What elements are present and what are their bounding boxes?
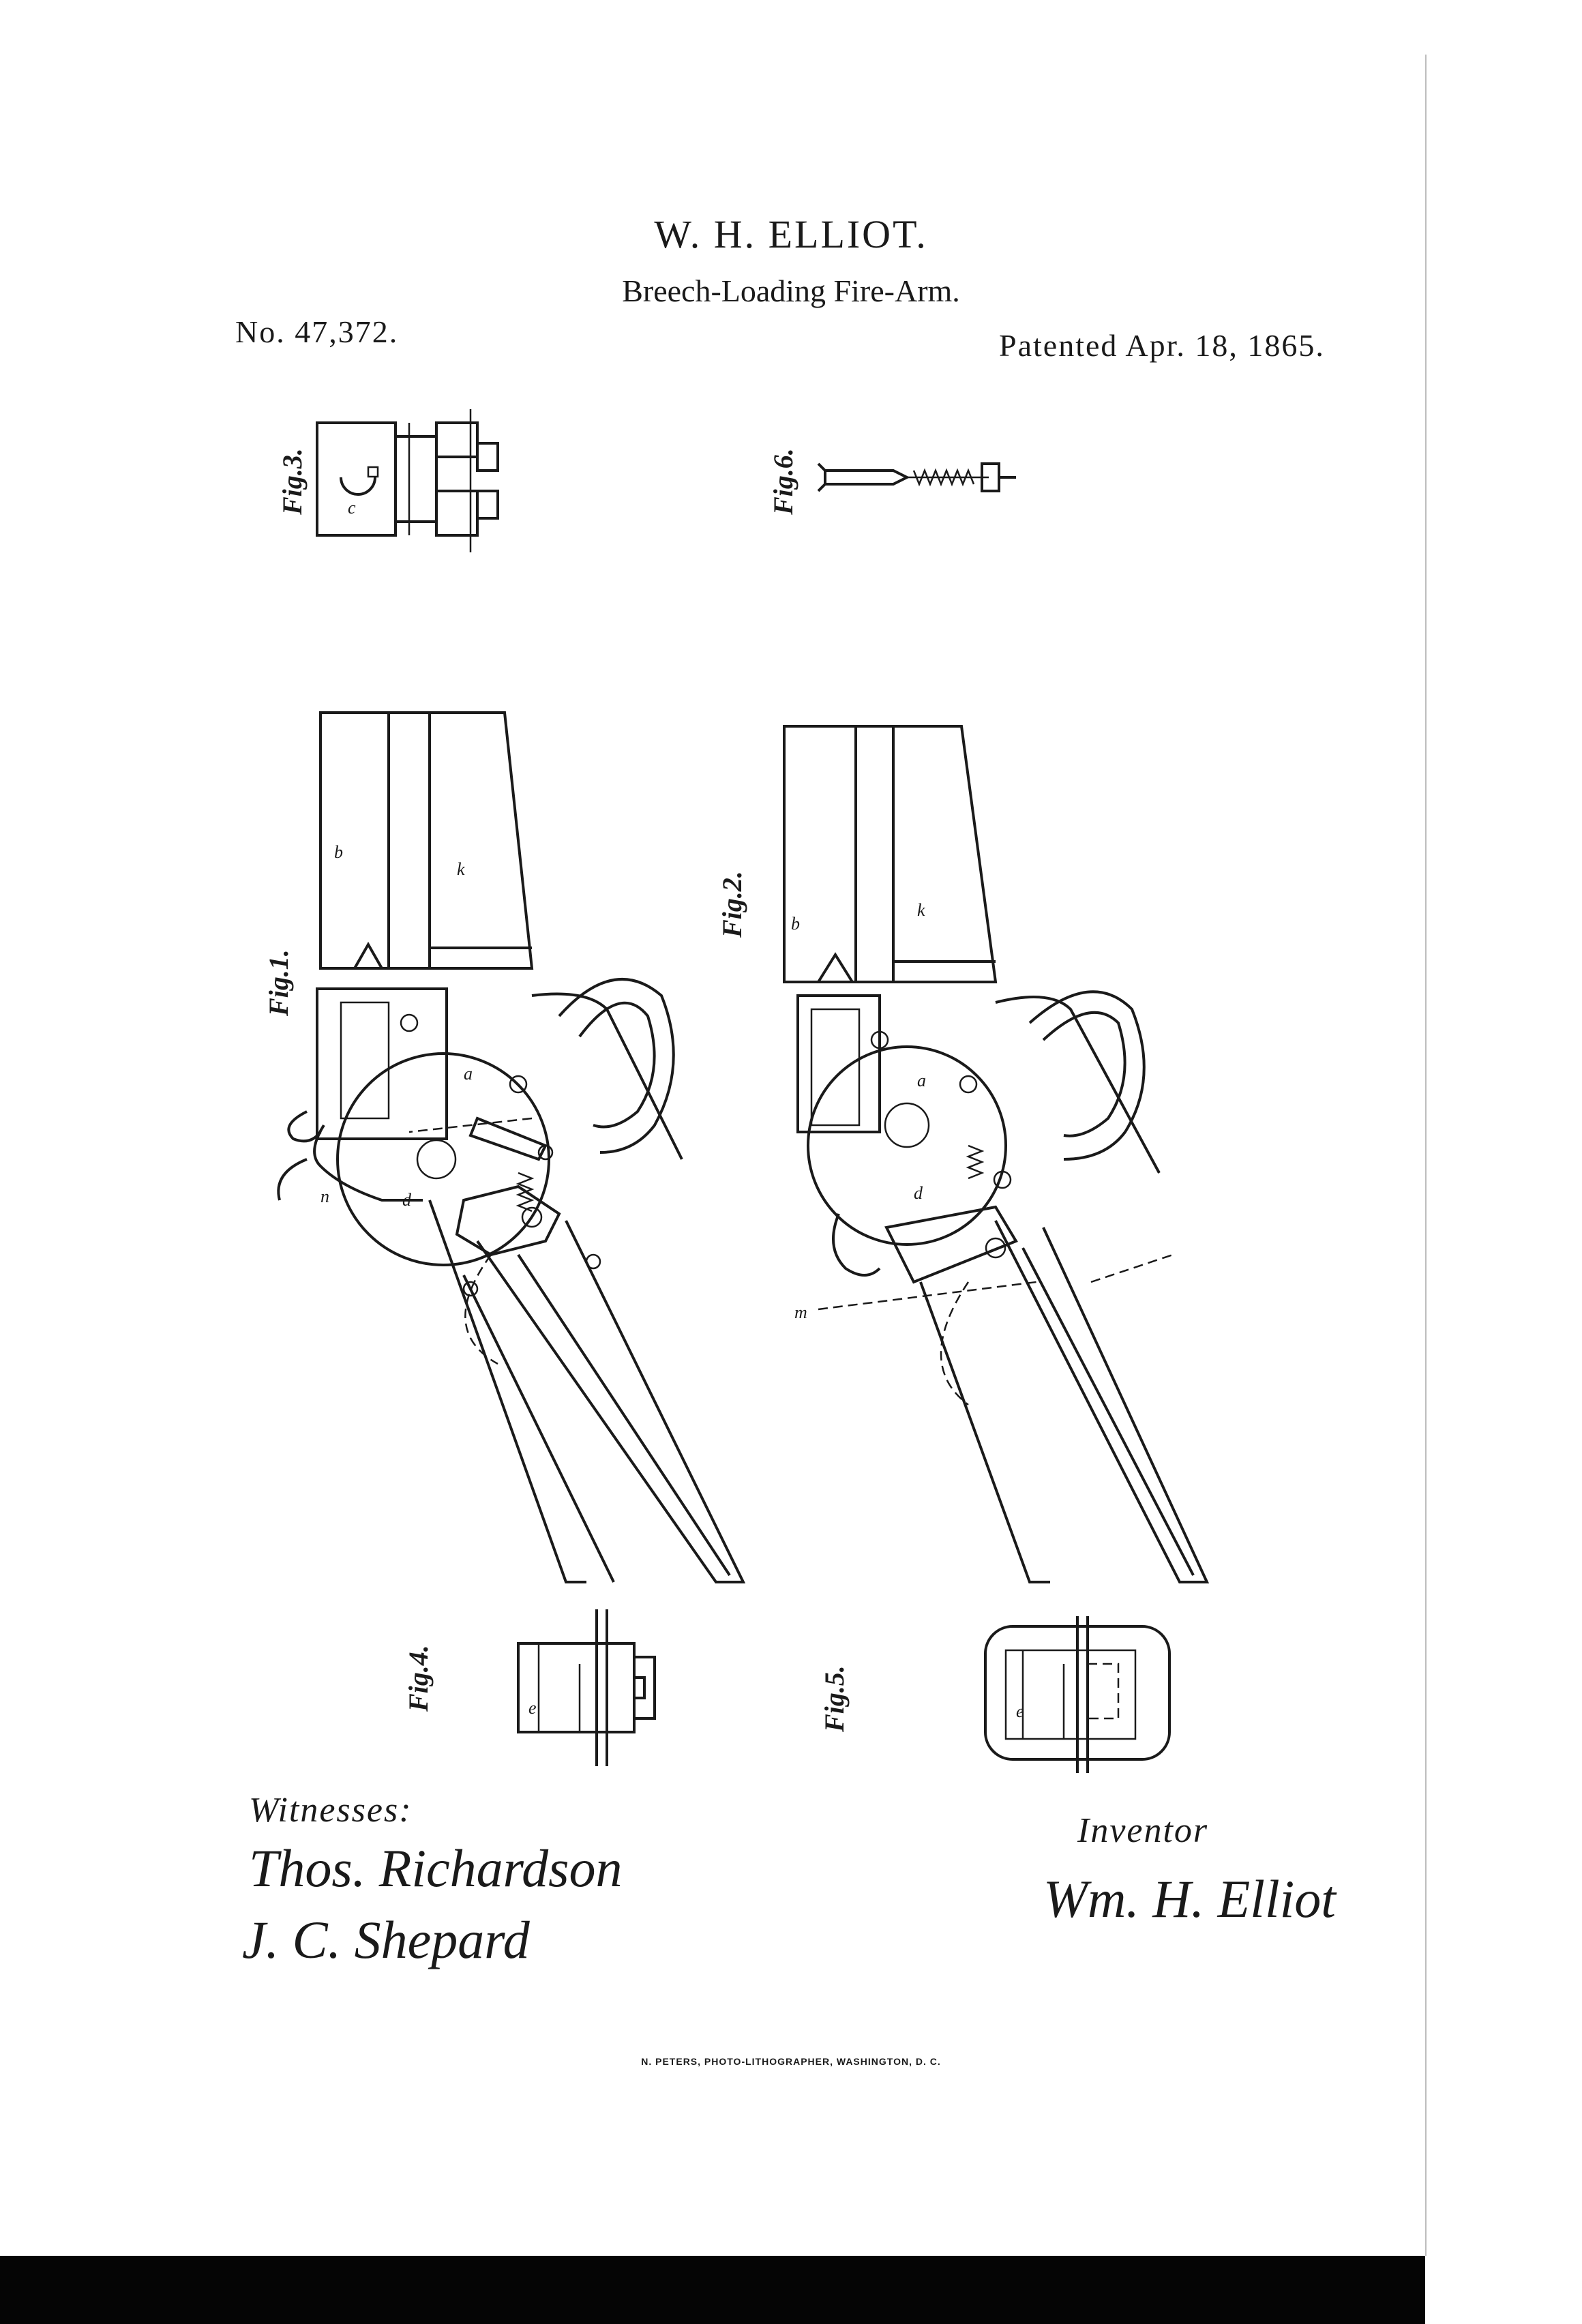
fig1-drawing xyxy=(277,711,746,1583)
patent-number: No. 47,372. xyxy=(235,314,399,349)
patent-date: Patented Apr. 18, 1865. xyxy=(999,328,1325,363)
witness-2-signature: J. C. Shepard xyxy=(242,1910,530,1969)
fig6-drawing xyxy=(817,462,1016,492)
fig2-letter-k: k xyxy=(917,900,925,920)
fig6-label: Fig.6. xyxy=(768,448,799,515)
fig5-letter-e: e xyxy=(1016,1701,1024,1721)
fig4-drawing xyxy=(517,1609,656,1766)
fig4-label: Fig.4. xyxy=(403,1645,434,1712)
fig2-letter-d: d xyxy=(914,1183,923,1203)
scan-margin-line xyxy=(1425,55,1427,2256)
inventor-signature: Wm. H. Elliot xyxy=(1043,1869,1336,1928)
fig3-drawing xyxy=(316,409,499,552)
printer-credit: N. PETERS, PHOTO-LITHOGRAPHER, WASHINGTO… xyxy=(641,2056,941,2067)
fig3-letter-c: c xyxy=(348,498,356,518)
fig2-letter-m: m xyxy=(794,1302,807,1322)
witness-1-signature: Thos. Richardson xyxy=(249,1838,623,1898)
fig1-letter-d: d xyxy=(402,1190,411,1210)
inventor-name: W. H. ELLIOT. xyxy=(654,212,928,256)
fig1-label: Fig.1. xyxy=(263,949,294,1016)
fig1-letter-n: n xyxy=(320,1187,329,1206)
fig2-label: Fig.2. xyxy=(717,871,747,938)
fig2-letter-a: a xyxy=(917,1071,926,1090)
fig5-drawing xyxy=(984,1616,1171,1773)
witnesses-label: Witnesses: xyxy=(249,1791,413,1830)
fig5-label: Fig.5. xyxy=(819,1665,850,1732)
fig3-label: Fig.3. xyxy=(277,448,308,515)
fig2-drawing xyxy=(783,725,1210,1583)
fig1-letter-b: b xyxy=(334,842,343,862)
fig1-letter-k: k xyxy=(457,859,465,879)
inventor-label: Inventor xyxy=(1077,1811,1209,1850)
fig2-letter-b: b xyxy=(791,914,800,934)
fig1-letter-a: a xyxy=(464,1064,473,1084)
fig4-letter-e: e xyxy=(528,1698,537,1718)
patent-title: Breech-Loading Fire-Arm. xyxy=(622,273,960,308)
scan-bottom-bar xyxy=(0,2256,1425,2324)
